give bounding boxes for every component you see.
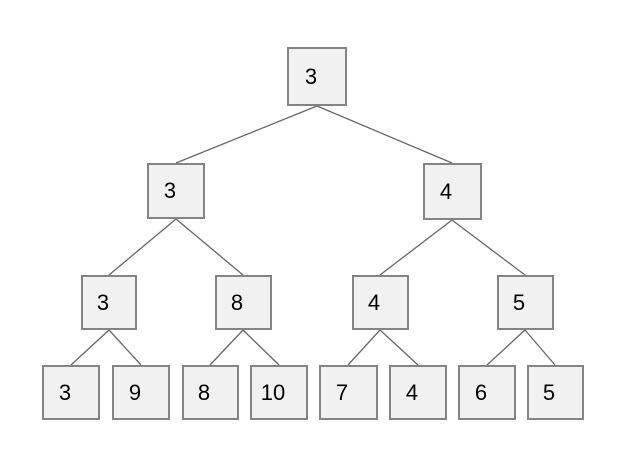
tree-node-leaf-1: 3 (42, 365, 100, 420)
tree-node-value: 8 (197, 379, 211, 405)
tree-node-value: 5 (512, 289, 526, 315)
tree-edge (70, 329, 110, 366)
tree-node-value: 3 (96, 289, 110, 315)
tree-edge (379, 329, 419, 366)
tree-node-leaf-8: 5 (526, 365, 584, 420)
tree-node-l2-2: 4 (422, 163, 482, 220)
tree-node-value: 4 (405, 379, 419, 405)
tree-edge (347, 329, 381, 366)
tree-node-l3-4: 5 (496, 275, 554, 330)
tree-node-leaf-4: 10 (250, 365, 308, 420)
tree-node-l3-1: 3 (81, 275, 137, 330)
tree-node-value: 3 (163, 178, 177, 203)
tree-edge (175, 218, 244, 276)
tree-node-value: 3 (304, 63, 318, 89)
tree-edge (108, 218, 177, 276)
tree-edge (379, 219, 453, 276)
tree-node-leaf-3: 8 (181, 365, 239, 420)
tree-node-value: 4 (367, 289, 381, 315)
tree-node-l3-3: 4 (351, 275, 409, 330)
tree-edge (108, 329, 142, 366)
tree-node-leaf-6: 4 (389, 365, 447, 420)
tree-edge (209, 329, 244, 366)
tree-node-leaf-7: 6 (458, 365, 516, 420)
tree-edge (242, 329, 280, 366)
tree-node-value: 4 (439, 178, 453, 204)
tree-edge (486, 329, 526, 366)
tree-edge (316, 105, 453, 164)
tree-node-value: 3 (58, 379, 72, 405)
tree-node-root: 3 (287, 47, 347, 106)
tree-node-value: 10 (260, 379, 286, 405)
tree-node-l2-1: 3 (147, 163, 205, 219)
tree-node-value: 5 (542, 379, 556, 405)
tree-node-leaf-5: 7 (318, 365, 378, 420)
tree-edge (524, 329, 556, 366)
tree-node-value: 9 (128, 379, 142, 405)
tree-edge (175, 105, 318, 164)
tree-edge (451, 219, 526, 276)
tree-node-value: 7 (335, 379, 349, 405)
tree-node-l3-2: 8 (214, 275, 272, 330)
tree-node-value: 6 (474, 379, 488, 405)
tree-node-value: 8 (230, 289, 244, 315)
tree-node-leaf-2: 9 (112, 365, 170, 420)
